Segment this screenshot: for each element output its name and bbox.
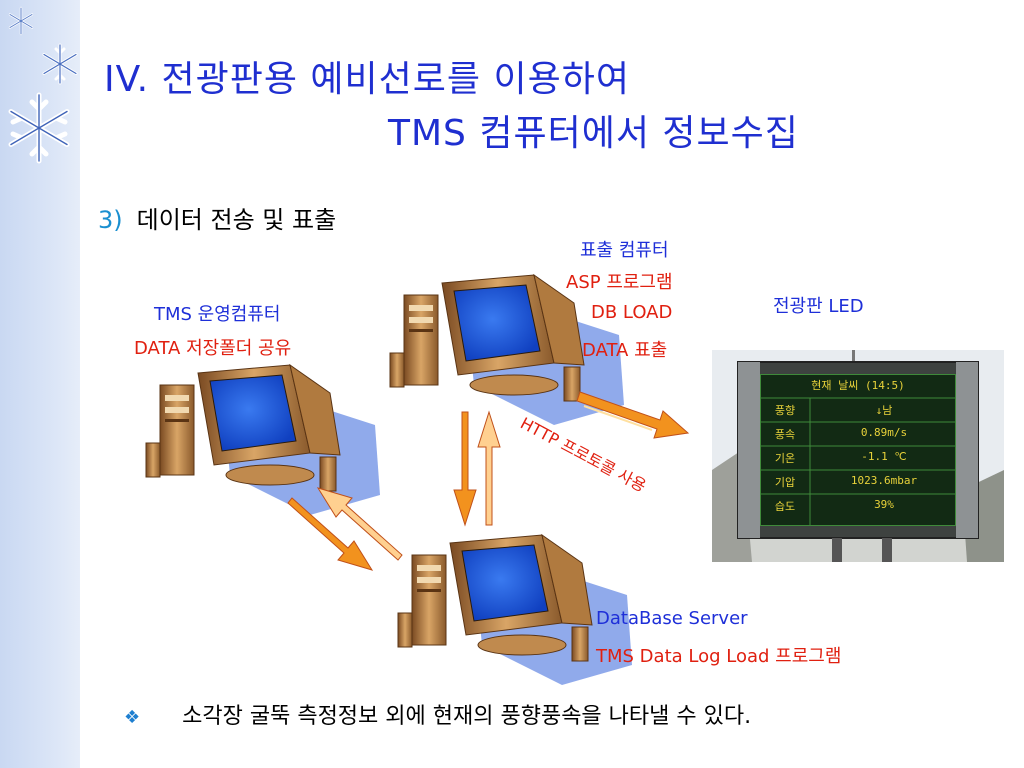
led-row-value: 39% (874, 498, 894, 511)
section-heading: 3) 데이터 전송 및 표출 (98, 200, 336, 235)
page-title-line-2: TMS 컴퓨터에서 정보수집 (388, 113, 799, 154)
display-computer-name: 표출 컴퓨터 (580, 240, 669, 261)
snowflake-icon (8, 92, 70, 164)
db-server-name: DataBase Server (596, 608, 748, 629)
led-row-value: 0.89m/s (860, 426, 908, 439)
tms-computer-desc: DATA 저장폴더 공유 (134, 338, 292, 359)
led-row-value: 1023.6mbar (850, 474, 918, 487)
led-row: 기온 -1.1 ℃ (760, 450, 956, 472)
led-row-key: 습도 (774, 500, 796, 513)
led-row-key: 기온 (774, 452, 796, 465)
led-row: 습도 39% (760, 498, 956, 520)
sidebar-decoration (0, 0, 80, 768)
led-row: 풍향 ↓남 (760, 402, 956, 424)
db-server-desc: TMS Data Log Load 프로그램 (596, 646, 842, 667)
led-screen: 현재 날씨 (14:5) 풍향 ↓남 풍속 0.89m/s 기온 -1.1 ℃ … (760, 374, 956, 526)
section-label: 데이터 전송 및 표출 (136, 206, 337, 234)
led-row-value: -1.1 ℃ (861, 450, 907, 463)
display-computer-line-2: ASP 프로그램 (566, 272, 673, 293)
page-title-line-1: IV. 전광판용 예비선로를 이용하여 (104, 59, 630, 100)
led-row-key: 풍향 (774, 404, 796, 417)
bidirectional-arrow-icon (287, 410, 501, 571)
led-board-photo: 현재 날씨 (14:5) 풍향 ↓남 풍속 0.89m/s 기온 -1.1 ℃ … (712, 350, 1004, 562)
diamond-bullet-icon: ❖ (124, 707, 141, 728)
led-header: 현재 날씨 (14:5) (811, 379, 905, 392)
bottom-note: ❖ 소각장 굴뚝 측정정보 외에 현재의 풍향풍속을 나타낼 수 있다. (124, 698, 751, 730)
section-number: 3) (98, 206, 123, 234)
led-grid-lines (760, 374, 956, 526)
bottom-note-text: 소각장 굴뚝 측정정보 외에 현재의 풍향풍속을 나타낼 수 있다. (182, 704, 752, 729)
tms-computer-name: TMS 운영컴퓨터 (154, 304, 281, 325)
display-computer-line-3: DB LOAD (591, 302, 673, 323)
snowflake-icon (8, 6, 34, 36)
http-arrow-icon (576, 391, 690, 439)
led-row-key: 기압 (774, 476, 796, 489)
tms-computer-icon (145, 364, 381, 516)
led-label: 전광판 LED (773, 296, 864, 317)
display-computer-line-4: DATA 표출 (582, 340, 668, 361)
led-row: 풍속 0.89m/s (760, 426, 956, 448)
led-row-key: 풍속 (774, 428, 796, 441)
snowflake-icon (42, 43, 78, 85)
led-row: 기압 1023.6mbar (760, 474, 956, 496)
led-row-value: ↓남 (875, 404, 893, 417)
